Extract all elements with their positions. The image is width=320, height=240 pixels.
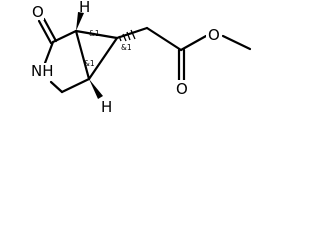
bond-ketone-double-1 bbox=[37, 19, 53, 45]
methyl-oxo-azabicyclohexane-acetate-structure: O NH O O H H &1 &1 &1 bbox=[30, 0, 252, 116]
wedge-bond-c1-h bbox=[76, 12, 84, 31]
atom-label-hydrogen-bottom: H bbox=[101, 98, 112, 116]
atom-label-hydrogen-top: H bbox=[79, 0, 90, 16]
atom-label-ester-carbonyl-oxygen: O bbox=[176, 80, 188, 98]
stereo-label-c1: &1 bbox=[89, 29, 100, 38]
bond-c1-c6 bbox=[74, 29, 119, 40]
bond-n-carbonyl bbox=[43, 40, 55, 65]
bond-c5-c6 bbox=[87, 36, 119, 81]
bond-o-methyl bbox=[221, 34, 252, 51]
stereo-label-c5: &1 bbox=[84, 59, 95, 68]
atom-label-nitrogen: NH bbox=[31, 62, 54, 80]
hashed-wedge-c6-side-chain bbox=[118, 29, 136, 42]
atom-label-ketone-oxygen: O bbox=[32, 3, 44, 21]
bond-carbonyl-to-c1 bbox=[51, 29, 78, 44]
wedge-bond-c5-h bbox=[89, 79, 103, 99]
bond-ester-c-o bbox=[179, 34, 208, 52]
stereo-label-c6: &1 bbox=[121, 43, 132, 52]
bond-ch2-ester-c bbox=[145, 26, 183, 52]
bond-ketone-double-2 bbox=[42, 17, 58, 43]
bond-ch2-n bbox=[49, 80, 64, 94]
atom-label-ester-oxygen: O bbox=[208, 26, 220, 44]
bond-c5-ch2 bbox=[60, 77, 91, 94]
bond-c1-c5 bbox=[74, 29, 91, 81]
